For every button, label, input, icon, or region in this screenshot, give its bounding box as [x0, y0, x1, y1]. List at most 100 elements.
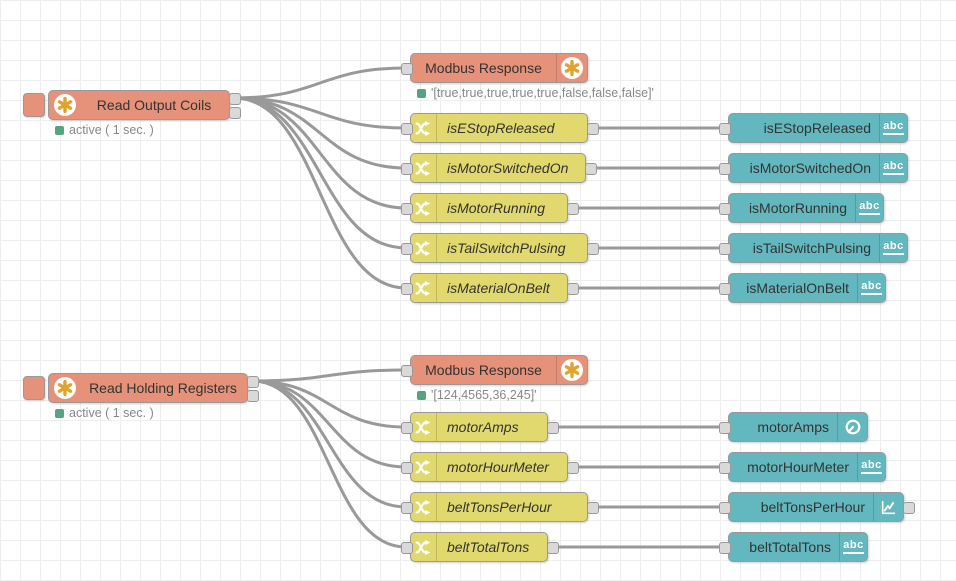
node-read-holding-registers[interactable]: Read Holding Registers	[48, 373, 259, 403]
status-text: active ( 1 sec. )	[69, 123, 154, 137]
node-switch-is-motor-running[interactable]: isMotorRunning	[401, 193, 579, 223]
node-switch-belt-total-tons[interactable]: beltTotalTons	[401, 532, 559, 562]
gauge-icon	[837, 413, 867, 441]
wire-read-output-coils-to-switch-is-motor-switched-on[interactable]	[232, 96, 408, 170]
wire-read-output-coils-to-switch-is-material-on-belt[interactable]	[232, 96, 408, 290]
output-port-1[interactable]	[247, 390, 259, 402]
output-port-0[interactable]	[587, 243, 599, 255]
wire-read-holding-registers-to-modbus-response-registers[interactable]	[250, 368, 408, 383]
wire-read-holding-registers-to-switch-motor-hour-meter[interactable]	[250, 379, 408, 469]
shuffle-icon	[411, 234, 437, 262]
output-port-0[interactable]	[587, 123, 599, 135]
input-port[interactable]	[401, 123, 413, 135]
node-switch-is-material-on-belt[interactable]: isMaterialOnBelt	[401, 273, 579, 303]
input-port[interactable]	[719, 203, 731, 215]
status-dot-icon	[55, 408, 64, 418]
node-text-is-material-on-belt[interactable]: abc isMaterialOnBelt	[719, 273, 886, 303]
node-modbus-response-coils[interactable]: Modbus Response	[401, 53, 588, 83]
input-port[interactable]	[719, 163, 731, 175]
shuffle-icon	[411, 114, 437, 142]
node-status: active ( 1 sec. )	[55, 406, 154, 420]
input-port[interactable]	[719, 123, 731, 135]
input-port[interactable]	[401, 243, 413, 255]
node-switch-is-motor-switched-on[interactable]: isMotorSwitchedOn	[401, 153, 597, 183]
output-port-0[interactable]	[567, 462, 579, 474]
node-label: beltTotalTons	[447, 539, 530, 555]
wire-read-output-coils-to-switch-is-estop-released[interactable]	[232, 96, 408, 130]
output-port-0[interactable]	[903, 502, 915, 514]
node-label: Modbus Response	[425, 60, 542, 76]
wire-read-output-coils-to-switch-is-tail-switch-pulsing[interactable]	[232, 96, 408, 250]
node-label: motorAmps	[757, 419, 829, 435]
node-switch-motor-amps[interactable]: motorAmps	[401, 412, 559, 442]
node-label: beltTonsPerHour	[447, 499, 552, 515]
node-label: isMotorSwitchedOn	[749, 160, 871, 176]
modbus-asterisk-icon	[49, 374, 80, 402]
node-label: beltTotalTons	[749, 539, 831, 555]
shuffle-icon	[411, 413, 437, 441]
node-label: isTailSwitchPulsing	[447, 240, 566, 256]
node-switch-is-tail-switch-pulsing[interactable]: isTailSwitchPulsing	[401, 233, 599, 263]
input-port[interactable]	[719, 462, 731, 474]
input-port[interactable]	[401, 365, 413, 377]
input-port[interactable]	[719, 422, 731, 434]
node-text-motor-hour-meter[interactable]: abc motorHourMeter	[719, 452, 886, 482]
abc-icon: abc	[855, 194, 883, 222]
output-port-0[interactable]	[585, 163, 597, 175]
node-status: '[true,true,true,true,true,false,false,f…	[417, 86, 654, 100]
node-chart-belt-tons-per-hour[interactable]: beltTonsPerHour	[719, 492, 915, 522]
shuffle-icon	[411, 154, 437, 182]
wire-read-output-coils-to-modbus-response-coils[interactable]	[232, 66, 408, 100]
abc-icon: abc	[857, 453, 885, 481]
output-port-0[interactable]	[587, 502, 599, 514]
input-port[interactable]	[401, 63, 413, 75]
input-port[interactable]	[719, 283, 731, 295]
node-label: Read Output Coils	[96, 97, 212, 113]
input-port[interactable]	[719, 542, 731, 554]
node-switch-belt-tons-per-hour[interactable]: beltTonsPerHour	[401, 492, 599, 522]
input-port[interactable]	[719, 243, 731, 255]
node-gauge-motor-amps[interactable]: motorAmps	[719, 412, 868, 442]
wire-read-holding-registers-to-switch-belt-tons-per-hour[interactable]	[250, 379, 408, 509]
node-modbus-response-registers[interactable]: Modbus Response	[401, 355, 588, 385]
node-read-output-coils[interactable]: Read Output Coils	[48, 90, 241, 120]
input-port[interactable]	[401, 462, 413, 474]
node-label: motorHourMeter	[747, 459, 849, 475]
output-port-0[interactable]	[567, 283, 579, 295]
wire-read-output-coils-to-switch-is-motor-running[interactable]	[232, 96, 408, 210]
input-port[interactable]	[401, 163, 413, 175]
input-port[interactable]	[401, 422, 413, 434]
input-port[interactable]	[401, 283, 413, 295]
output-port-0[interactable]	[229, 93, 241, 105]
node-status: active ( 1 sec. )	[55, 123, 154, 137]
node-switch-motor-hour-meter[interactable]: motorHourMeter	[401, 452, 579, 482]
status-dot-icon	[417, 390, 426, 400]
output-port-0[interactable]	[567, 203, 579, 215]
node-trigger-button[interactable]	[23, 93, 45, 117]
wire-read-holding-registers-to-switch-motor-amps[interactable]	[250, 379, 408, 429]
output-port-0[interactable]	[547, 542, 559, 554]
abc-icon: abc	[857, 274, 885, 302]
output-port-1[interactable]	[229, 107, 241, 119]
status-text: active ( 1 sec. )	[69, 406, 154, 420]
status-dot-icon	[417, 88, 426, 98]
node-switch-is-estop-released[interactable]: isEStopReleased	[401, 113, 599, 143]
input-port[interactable]	[401, 502, 413, 514]
node-label: motorHourMeter	[447, 459, 549, 475]
node-label: isMaterialOnBelt	[746, 280, 849, 296]
input-port[interactable]	[401, 542, 413, 554]
input-port[interactable]	[719, 502, 731, 514]
output-port-0[interactable]	[247, 376, 259, 388]
node-label: motorAmps	[447, 419, 519, 435]
output-port-0[interactable]	[547, 422, 559, 434]
input-port[interactable]	[401, 203, 413, 215]
node-trigger-button[interactable]	[23, 376, 45, 400]
wire-read-holding-registers-to-switch-belt-total-tons[interactable]	[250, 379, 408, 549]
